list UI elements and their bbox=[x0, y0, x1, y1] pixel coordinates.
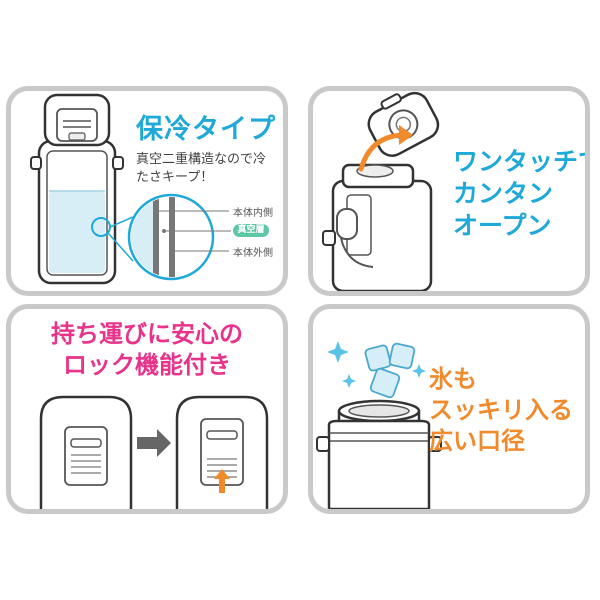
wide-mouth-line3: 広い口径 bbox=[429, 427, 525, 455]
one-touch-line3: オープン bbox=[453, 211, 552, 240]
lock-cap-illustration bbox=[39, 395, 269, 509]
lock-feature-panel: 持ち運びに安心の ロック機能付き bbox=[6, 304, 288, 514]
cold-description: 真空二重構造なので冷たさキープ！ bbox=[136, 152, 267, 185]
cold-title: 保冷タイプ bbox=[136, 114, 276, 145]
label-vacuum-layer: 真空層 bbox=[233, 224, 269, 237]
open-lid-illustration bbox=[322, 91, 440, 291]
wide-mouth-line1: 氷も bbox=[429, 365, 477, 393]
label-inner-wall: 本体内側 bbox=[233, 208, 273, 219]
lock-line1: 持ち運びに安心の bbox=[51, 320, 243, 348]
lock-line2: ロック機能付き bbox=[63, 351, 231, 379]
ice-cubes-illustration bbox=[316, 341, 442, 509]
one-touch-line1: ワンタッチで bbox=[453, 147, 590, 176]
wide-mouth-panel: 氷も スッキリ入る 広い口径 bbox=[308, 304, 590, 514]
wide-mouth-line2: スッキリ入る bbox=[429, 396, 573, 424]
wide-mouth-text: 氷も スッキリ入る 広い口径 bbox=[429, 364, 573, 457]
one-touch-open-panel: ワンタッチで カンタン オープン bbox=[308, 86, 590, 296]
label-outer-wall: 本体外側 bbox=[233, 248, 273, 259]
one-touch-text: ワンタッチで カンタン オープン bbox=[453, 146, 590, 242]
one-touch-line2: カンタン bbox=[453, 179, 554, 208]
cold-insulation-panel: 保冷タイプ 真空二重構造なので冷たさキープ！ 本体内側 真空層 本体外側 bbox=[6, 86, 288, 296]
lock-title: 持ち運びに安心の ロック機能付き bbox=[11, 319, 283, 381]
bottle-cross-section-illustration bbox=[30, 93, 231, 285]
